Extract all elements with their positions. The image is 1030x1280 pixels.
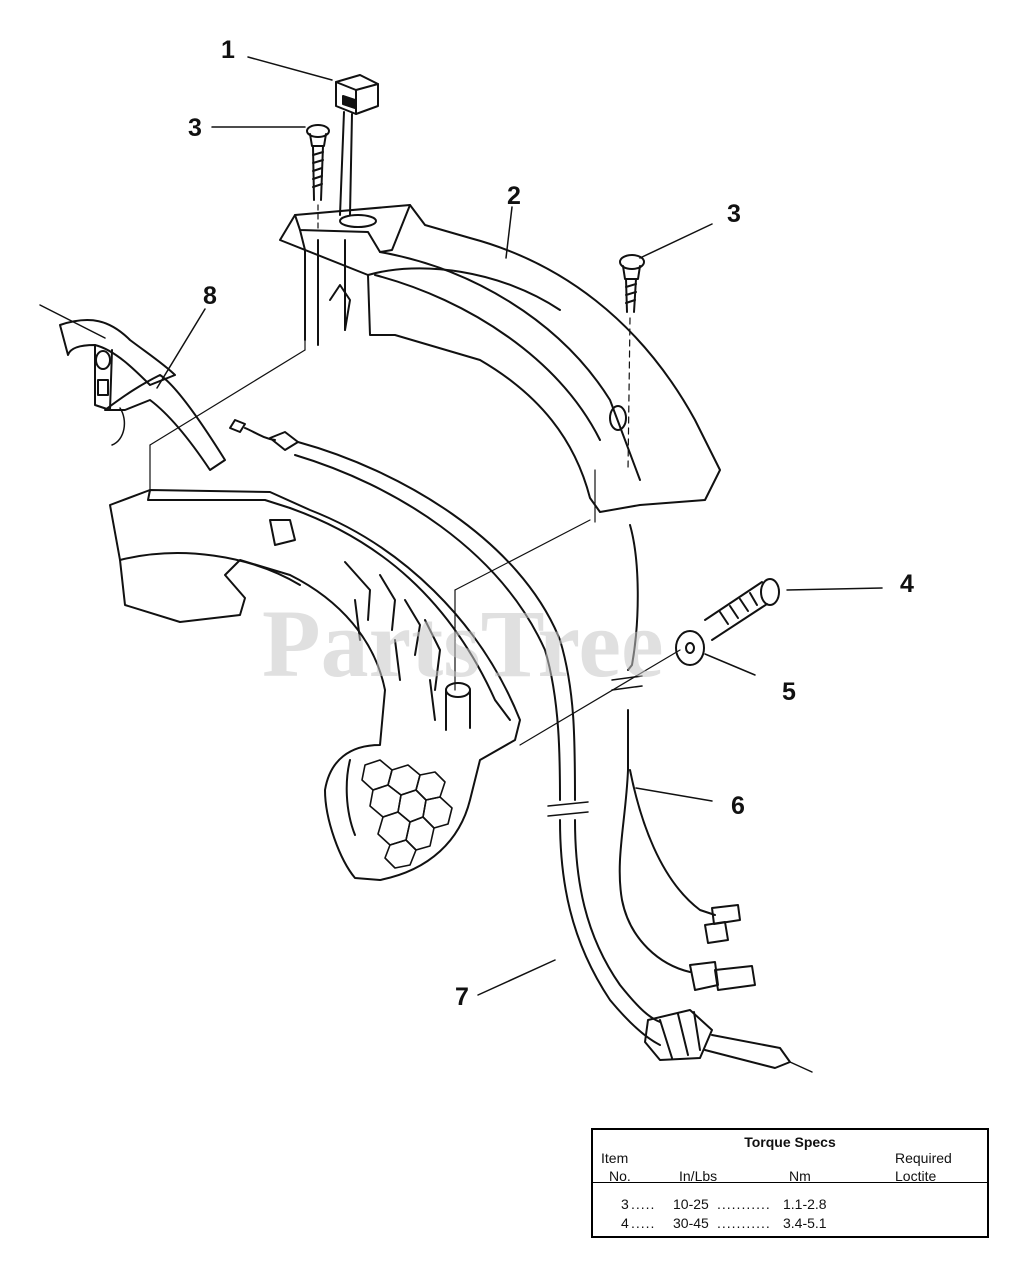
screw-part-3-right [619, 254, 645, 471]
header-item-no: No. [609, 1168, 631, 1184]
callout-8: 8 [203, 282, 217, 310]
row-nm: 1.1-2.8 [783, 1196, 827, 1212]
leader-lines [156, 56, 883, 996]
switch-part-1 [335, 74, 379, 216]
row-dots: ........... [717, 1215, 771, 1231]
trigger-part-8 [39, 304, 226, 471]
callout-7: 7 [455, 983, 469, 1011]
callout-4: 4 [900, 570, 914, 598]
callout-5: 5 [782, 678, 796, 706]
callout-3-left: 3 [188, 114, 202, 142]
header-nm: Nm [789, 1168, 811, 1184]
table-header-rule [593, 1182, 987, 1183]
header-loctite: Loctite [895, 1168, 937, 1184]
callout-3-right: 3 [727, 200, 741, 228]
callout-2: 2 [507, 182, 521, 210]
bolt-part-4 [704, 578, 780, 641]
row-dots: ........... [717, 1196, 771, 1212]
row-dots: ..... [631, 1196, 656, 1212]
row-item: 4 [621, 1215, 629, 1231]
row-item: 3 [621, 1196, 629, 1212]
callout-1: 1 [221, 36, 235, 64]
row-inlbs: 30-45 [673, 1215, 709, 1231]
table-row: 3 ..... 10-25 ........... 1.1-2.8 [593, 1196, 987, 1214]
row-inlbs: 10-25 [673, 1196, 709, 1212]
header-required: Required [895, 1150, 952, 1166]
lower-handle-half [109, 489, 521, 881]
torque-specs-table: Torque Specs Item No. In/Lbs Nm Required… [591, 1128, 989, 1238]
watermark-text: PartsTree [262, 590, 664, 697]
washer-part-5 [675, 630, 705, 666]
header-item: Item [601, 1150, 629, 1166]
upper-handle-half-part-2 [279, 204, 721, 513]
table-row: 4 ..... 30-45 ........... 3.4-5.1 [593, 1215, 987, 1233]
torque-specs-title: Torque Specs [744, 1134, 836, 1150]
row-nm: 3.4-5.1 [783, 1215, 827, 1231]
wire-lead-part-7 [229, 419, 813, 1073]
wire-harness-part-6 [611, 524, 756, 991]
screw-part-3-left [306, 124, 330, 231]
callout-6: 6 [731, 792, 745, 820]
row-dots: ..... [631, 1215, 656, 1231]
header-inlbs: In/Lbs [679, 1168, 718, 1184]
